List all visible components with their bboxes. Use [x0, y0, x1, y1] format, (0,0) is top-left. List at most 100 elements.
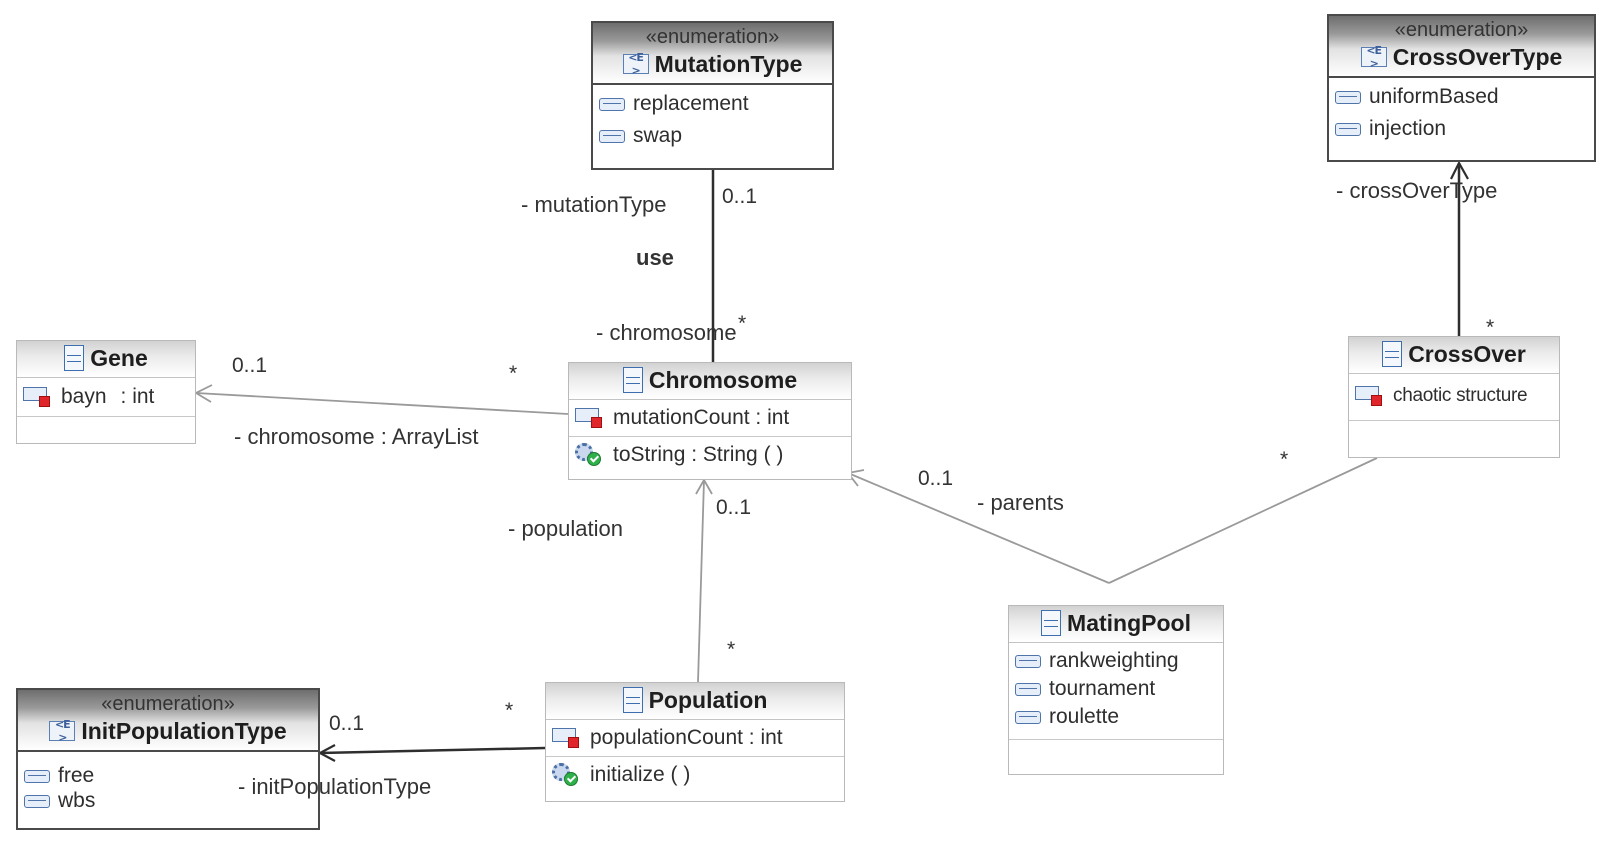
gene-class[interactable]: Gene bayn : int	[16, 340, 196, 444]
assoc-population-inittype	[319, 746, 546, 755]
enumeration-icon	[49, 721, 76, 741]
attribute-row: mutationCount : int	[575, 402, 845, 434]
class-name-row: Population	[550, 685, 840, 715]
class-name-row: Chromosome	[573, 365, 847, 395]
initpopulationtype-enum[interactable]: «enumeration» InitPopulationType free wb…	[16, 688, 320, 830]
assoc-population-chromosome	[697, 479, 705, 683]
role-crossovertype: - crossOverType	[1336, 178, 1498, 203]
enum-literal: free	[24, 762, 312, 790]
literal-icon	[1015, 654, 1041, 668]
class-icon	[1041, 610, 1062, 636]
class-name: CrossOverType	[1392, 43, 1563, 70]
population-class[interactable]: Population populationCount : int initial…	[545, 682, 845, 802]
literal-icon	[1015, 710, 1041, 724]
mult-inittype: 0..1	[329, 712, 365, 735]
arrowhead-crossovertype	[1450, 160, 1469, 180]
class-name-row: MutationType	[597, 49, 828, 79]
class-name-row: InitPopulationType	[22, 716, 314, 746]
attribute-section: chaotic structure	[1349, 374, 1559, 421]
mutationtype-enum[interactable]: «enumeration» MutationType replacement s…	[591, 21, 834, 170]
enum-literal: replacement	[599, 88, 826, 120]
stereotype-label: «enumeration»	[101, 693, 235, 715]
stereotype-label: «enumeration»	[1394, 19, 1529, 41]
enum-literal: uniformBased	[1335, 81, 1588, 113]
operation-section: initialize ( )	[546, 757, 844, 793]
attribute-row: bayn : int	[23, 381, 189, 413]
role-inittype: - initPopulationType	[238, 774, 432, 799]
class-name: CrossOver	[1408, 340, 1526, 367]
class-header: Gene	[17, 341, 195, 378]
class-header: «enumeration» MutationType	[593, 23, 832, 85]
attribute-section: mutationCount : int	[569, 400, 851, 437]
enum-literal: tournament	[1015, 675, 1217, 703]
class-name-row: CrossOver	[1353, 339, 1555, 369]
private-attribute-icon	[552, 726, 582, 750]
class-header: «enumeration» CrossOverType	[1329, 16, 1594, 78]
enum-literal: injection	[1335, 113, 1588, 145]
stereotype-use: use	[636, 245, 674, 270]
public-operation-icon	[552, 762, 582, 788]
class-name: MatingPool	[1067, 609, 1191, 636]
enum-literal: swap	[599, 120, 826, 152]
literal-icon	[599, 97, 625, 111]
chromosome-class[interactable]: Chromosome mutationCount : int toString …	[568, 362, 852, 480]
matingpool-class[interactable]: MatingPool rankweighting tournament roul…	[1008, 605, 1224, 775]
class-header: CrossOver	[1349, 337, 1559, 374]
private-attribute-icon	[1355, 384, 1385, 408]
class-name-row: Gene	[21, 343, 191, 373]
mult-population: 0..1	[716, 496, 752, 519]
crossovertype-enum[interactable]: «enumeration» CrossOverType uniformBased…	[1327, 14, 1596, 162]
public-operation-icon	[575, 442, 605, 468]
role-parents: - parents	[977, 490, 1064, 515]
literal-icon	[1335, 90, 1361, 104]
arrowhead-gene	[194, 384, 213, 403]
mult-parents-star: *	[1280, 448, 1289, 471]
mult-parents: 0..1	[918, 467, 954, 490]
class-header: «enumeration» InitPopulationType	[18, 690, 318, 752]
class-icon	[622, 687, 643, 713]
crossover-class[interactable]: CrossOver chaotic structure	[1348, 336, 1560, 458]
literal-section: rankweighting tournament roulette	[1009, 643, 1223, 740]
operation-section: toString : String ( )	[569, 437, 851, 473]
attribute-section: populationCount : int	[546, 720, 844, 757]
class-name: Gene	[90, 344, 148, 371]
class-name: MutationType	[654, 50, 803, 77]
stereotype-label: «enumeration»	[645, 26, 780, 48]
role-mutationtype: - mutationType	[521, 192, 667, 217]
literal-icon	[599, 129, 625, 143]
mult-chromosome-star: *	[738, 312, 747, 335]
class-icon	[64, 345, 85, 371]
literal-icon	[1335, 122, 1361, 136]
attribute-row: chaotic structure	[1355, 380, 1553, 412]
mult-gene: 0..1	[232, 354, 268, 377]
class-header: Chromosome	[569, 363, 851, 400]
assoc-matingpool-chromosome	[847, 472, 1110, 584]
role-gene-chromosome: - chromosome : ArrayList	[234, 424, 479, 449]
enum-literal: rankweighting	[1015, 647, 1217, 675]
class-name: InitPopulationType	[81, 717, 287, 744]
literal-section: uniformBased injection	[1329, 78, 1594, 148]
mult-mutationtype: 0..1	[722, 185, 758, 208]
attribute-row: populationCount : int	[552, 722, 838, 754]
literal-section: replacement swap	[593, 85, 832, 155]
arrowhead-chromosome-population	[695, 478, 713, 495]
class-header: Population	[546, 683, 844, 720]
enum-literal: wbs	[24, 789, 312, 812]
operation-row: initialize ( )	[552, 759, 838, 791]
mult-crossover-star: *	[1486, 316, 1495, 339]
literal-icon	[24, 794, 50, 808]
assoc-matingpool-crossover	[1108, 457, 1378, 584]
literal-section: free wbs	[18, 752, 318, 815]
class-name-row: CrossOverType	[1333, 42, 1590, 72]
arrowhead-inittype	[317, 744, 336, 762]
enumeration-icon	[622, 54, 649, 74]
class-icon	[622, 367, 643, 393]
assoc-chromosome-gene	[195, 392, 569, 415]
class-header: MatingPool	[1009, 606, 1223, 643]
private-attribute-icon	[575, 406, 605, 430]
class-name-row: MatingPool	[1013, 608, 1219, 638]
literal-icon	[24, 769, 50, 783]
enumeration-icon	[1360, 47, 1387, 67]
role-population: - population	[508, 516, 623, 541]
